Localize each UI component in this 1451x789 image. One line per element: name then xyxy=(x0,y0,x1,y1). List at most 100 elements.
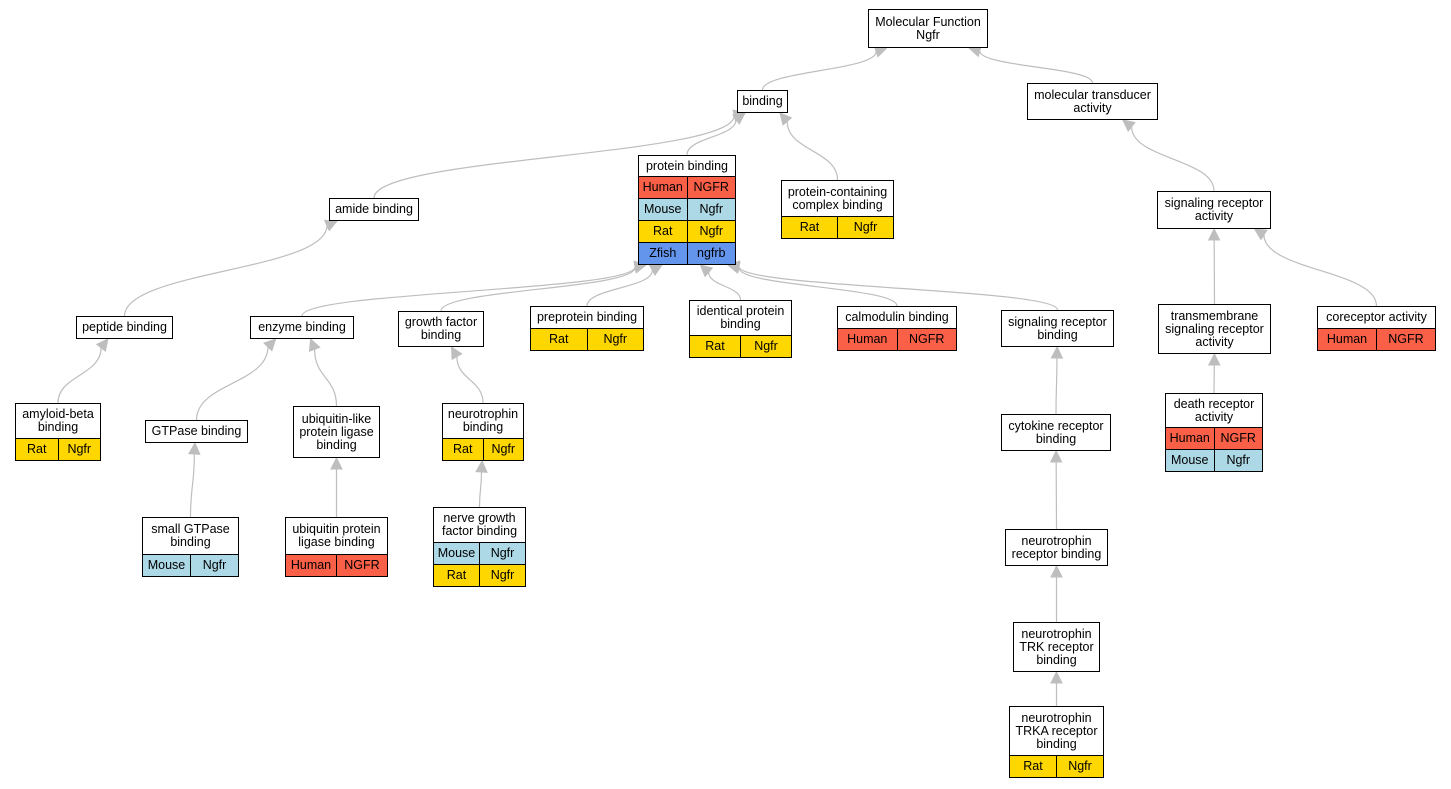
edge-neurotrophin-to-gfb xyxy=(456,356,484,404)
edge-gtpase-to-enzyme xyxy=(195,346,269,421)
gene-symbol-cell[interactable]: NGFR xyxy=(1213,428,1263,449)
species-cell: Rat xyxy=(705,339,725,353)
edge-ngfb-to-neurotrophin xyxy=(478,471,483,508)
gene-row-human: Human NGFR xyxy=(838,328,956,350)
species-cell: Human xyxy=(847,332,888,346)
gene-symbol-cell[interactable]: Ngfr xyxy=(686,199,736,220)
arrowhead-icon xyxy=(330,456,343,470)
go-term-label: neurotrophin TRK receptor binding xyxy=(1019,626,1094,667)
gene-symbol-cell[interactable]: NGFR xyxy=(896,329,957,350)
go-term-sra[interactable]: signaling receptor activity xyxy=(1157,191,1271,229)
species-cell: Zfish xyxy=(649,246,677,260)
arrowhead-icon xyxy=(779,112,793,126)
edge-ubl-to-enzyme xyxy=(313,349,338,407)
go-term-gfb[interactable]: growth factor binding xyxy=(398,311,484,347)
arrowhead-icon xyxy=(308,337,321,353)
arrowhead-icon xyxy=(648,264,663,277)
edge-identical-to-protein_binding xyxy=(708,272,742,301)
species-cell: Rat xyxy=(453,442,473,456)
go-term-ntrk[interactable]: neurotrophin TRK receptor binding xyxy=(1013,622,1100,672)
edge-binding-to-mf xyxy=(761,51,877,91)
gene-symbol-cell[interactable]: Ngfr xyxy=(57,439,101,460)
go-term-label: coreceptor activity xyxy=(1326,310,1427,324)
gene-symbol-cell[interactable]: NGFR xyxy=(1376,329,1435,350)
gene-symbol-cell[interactable]: Ngfr xyxy=(586,329,644,350)
go-term-label: small GTPase binding xyxy=(151,522,230,549)
species-cell: Rat xyxy=(1023,759,1043,773)
edge-small_gtpase-to-gtpase xyxy=(189,453,195,518)
gene-row-rat: Rat Ngfr xyxy=(16,438,100,460)
go-term-gtpase[interactable]: GTPase binding xyxy=(145,420,248,443)
gene-symbol-cell[interactable]: Ngfr xyxy=(686,221,736,242)
arrowhead-icon xyxy=(1121,119,1136,133)
gene-row-rat: Rat Ngfr xyxy=(443,438,523,460)
go-term-mf[interactable]: Molecular Function Ngfr xyxy=(868,9,988,48)
go-term-tsra[interactable]: transmembrane signaling receptor activit… xyxy=(1158,304,1271,354)
go-term-label: ubiquitin-like protein ligase binding xyxy=(299,411,374,452)
go-term-label: amide binding xyxy=(335,202,413,216)
edge-calmodulin-to-protein_binding xyxy=(738,267,898,307)
gene-symbol-cell[interactable]: Ngfr xyxy=(482,439,524,460)
gene-symbol-cell[interactable]: Ngfr xyxy=(190,555,238,576)
species-cell: Rat xyxy=(27,442,47,456)
go-term-label: enzyme binding xyxy=(258,320,346,334)
edge-peptide-to-amide xyxy=(123,225,328,317)
go-term-label: molecular transducer activity xyxy=(1034,87,1151,115)
go-term-label: amyloid-beta binding xyxy=(22,407,94,434)
gene-symbol-cell[interactable]: NGFR xyxy=(336,555,387,576)
go-term-label: signaling receptor activity xyxy=(1164,196,1264,223)
arrowhead-icon xyxy=(95,338,109,352)
gene-symbol-cell[interactable]: Ngfr xyxy=(837,217,893,238)
species-cell: Mouse xyxy=(437,546,476,560)
go-term-label: identical protein binding xyxy=(696,304,785,331)
go-term-srb[interactable]: signaling receptor binding xyxy=(1001,310,1114,347)
gene-symbol-cell[interactable]: Ngfr xyxy=(479,565,525,586)
arrowhead-icon xyxy=(1050,564,1063,578)
arrowhead-icon xyxy=(1049,449,1063,463)
go-term-cytokine[interactable]: cytokine receptor binding xyxy=(1001,414,1111,451)
gene-symbol-cell[interactable]: NGFR xyxy=(686,177,736,198)
go-term-peptide[interactable]: peptide binding xyxy=(76,316,173,339)
go-term-label: calmodulin binding xyxy=(845,310,949,324)
go-term-label: neurotrophin receptor binding xyxy=(1011,533,1102,561)
edge-amyloid-to-peptide xyxy=(57,347,102,404)
gene-symbol-cell[interactable]: ngfrb xyxy=(686,243,736,264)
go-term-ubl[interactable]: ubiquitin-like protein ligase binding xyxy=(293,406,380,458)
go-term-mta[interactable]: molecular transducer activity xyxy=(1027,83,1158,120)
species-cell: Mouse xyxy=(147,558,186,572)
edge-amide-to-binding xyxy=(373,115,735,199)
gene-symbol-cell[interactable]: Ngfr xyxy=(479,543,525,564)
go-term-ntrb[interactable]: neurotrophin receptor binding xyxy=(1005,529,1108,566)
gene-symbol-cell[interactable]: Ngfr xyxy=(1213,450,1263,471)
arrowhead-icon xyxy=(1207,352,1221,366)
go-term-enzyme[interactable]: enzyme binding xyxy=(250,316,354,339)
edge-cytokine-to-srb xyxy=(1055,357,1058,415)
arrowhead-icon xyxy=(699,264,714,278)
gene-symbol-cell[interactable]: Ngfr xyxy=(740,336,791,357)
gene-symbol-cell[interactable]: Ngfr xyxy=(1056,756,1103,777)
arrowhead-icon xyxy=(1207,227,1221,241)
species-cell: Rat xyxy=(653,224,673,238)
gene-row-rat: Rat Ngfr xyxy=(639,220,735,242)
go-term-label: nerve growth factor binding xyxy=(441,511,518,538)
go-term-amide[interactable]: amide binding xyxy=(329,198,419,221)
edge-enzyme-to-protein_binding xyxy=(301,266,636,317)
go-term-binding[interactable]: binding xyxy=(737,90,788,113)
